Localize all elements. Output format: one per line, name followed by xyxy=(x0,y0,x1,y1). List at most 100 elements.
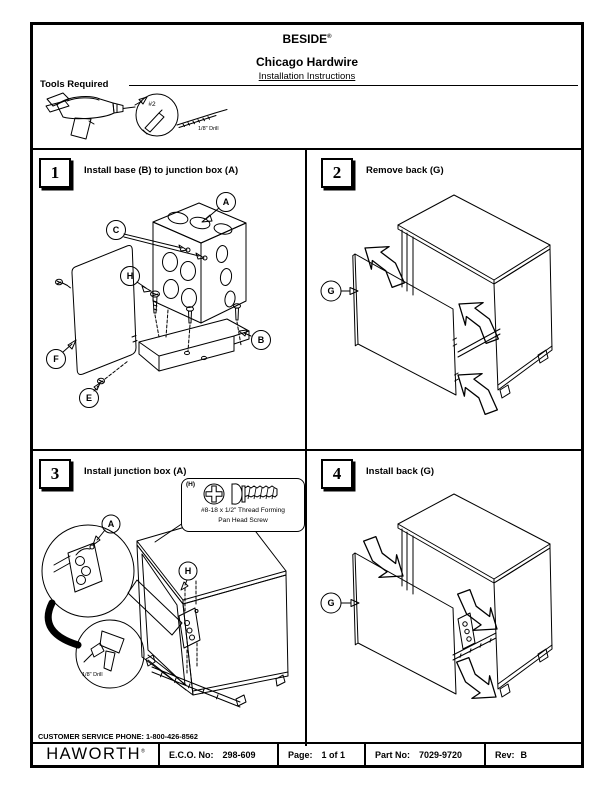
svg-text:H: H xyxy=(185,566,192,576)
removal-arrow-2 xyxy=(458,301,500,344)
back-panel-g xyxy=(352,552,457,695)
part-label-h: H xyxy=(178,561,198,591)
step-1-title: Install base (B) to junction box (A) xyxy=(84,165,239,176)
part-label-h: H xyxy=(120,266,152,293)
svg-text:E: E xyxy=(86,393,92,403)
step-2-panel: 2 Remove back (G) xyxy=(307,150,581,451)
detail-circle-junction-box xyxy=(41,524,135,618)
eco-value: 298-609 xyxy=(222,749,256,760)
tools-illustration: #2 1/8" Drill xyxy=(45,92,228,140)
step-3-number: 3 xyxy=(39,459,71,489)
product-title: Chicago Hardwire xyxy=(255,55,359,69)
part-label-g: G xyxy=(320,592,360,614)
title-block: HAWORTH® E.C.O. No: 298-609 Page: 1 of 1… xyxy=(33,742,581,765)
bit-size-label: #2 xyxy=(148,101,156,108)
steps-grid: 1 Install base (B) to junction box (A) xyxy=(33,148,581,746)
back-panel-g xyxy=(352,253,459,396)
junction-box-a xyxy=(152,202,247,324)
step-2-number: 2 xyxy=(321,158,353,188)
step-1-diagram: A C H F E xyxy=(46,192,271,408)
haworth-logo: HAWORTH® xyxy=(46,745,145,763)
panel-screw-bottom xyxy=(97,360,129,385)
svg-text:C: C xyxy=(113,225,120,235)
junction-box-installed xyxy=(452,612,497,661)
tools-rule-line xyxy=(129,85,578,86)
eco-number-cell: E.C.O. No: 298-609 xyxy=(160,744,279,765)
detail-pointer-wedge xyxy=(127,579,183,636)
page-label: Page: xyxy=(288,749,313,760)
page-number-cell: Page: 1 of 1 xyxy=(279,744,366,765)
part-value: 7029-9720 xyxy=(419,749,463,760)
cabinet-drawing xyxy=(397,493,553,698)
tools-required-label: Tools Required xyxy=(40,79,109,90)
rev-value: B xyxy=(520,749,528,760)
part-label: Part No: xyxy=(375,749,411,760)
drill-bit-label: 1/8" Drill xyxy=(198,126,219,132)
registered-mark: ® xyxy=(327,34,332,40)
removal-arrow-1 xyxy=(364,245,406,288)
detail-circle-drill: 1/8" Drill xyxy=(75,619,145,689)
drill-detail-label: 1/8" Drill xyxy=(82,672,103,678)
eco-label: E.C.O. No: xyxy=(169,749,214,760)
part-number-cell: Part No: 7029-9720 xyxy=(366,744,486,765)
magnifier-arm xyxy=(44,599,82,649)
step-4-diagram: G xyxy=(320,493,553,700)
base-bracket-b xyxy=(138,318,250,372)
part-label-a: A xyxy=(201,192,236,223)
part-label-g: G xyxy=(320,280,359,302)
panel-screw-top xyxy=(55,278,73,290)
revision-cell: Rev: B xyxy=(486,744,581,765)
haworth-logo-cell: HAWORTH® xyxy=(33,744,160,765)
step-1-number: 1 xyxy=(39,158,71,188)
pan-head-screw-icon xyxy=(231,483,278,505)
step-2-title: Remove back (G) xyxy=(366,165,444,176)
part-label-b: B xyxy=(238,329,271,350)
install-arrow-1 xyxy=(362,536,404,579)
rev-label: Rev: xyxy=(495,749,515,760)
svg-text:H: H xyxy=(127,271,134,281)
screw-h xyxy=(150,290,160,338)
svg-text:A: A xyxy=(223,197,230,207)
svg-text:G: G xyxy=(327,286,334,296)
logo-registered-mark: ® xyxy=(141,748,145,755)
junction-box-installed xyxy=(178,580,201,676)
phillips-head-icon xyxy=(203,483,225,505)
svg-text:A: A xyxy=(108,519,115,529)
screw-spec-callout: (H) #8-18 x 1/2" Thread Forming Pan Head… xyxy=(181,478,305,532)
doc-type-title: Installation Instructions xyxy=(258,71,356,82)
step-2-diagram: G xyxy=(320,194,553,415)
part-label-f: F xyxy=(46,339,77,369)
page-value: 1 of 1 xyxy=(321,749,346,760)
cabinet-drawing xyxy=(136,510,289,708)
cabinet-drawing xyxy=(397,194,553,399)
step-4-title: Install back (G) xyxy=(366,466,435,477)
svg-text:G: G xyxy=(327,598,334,608)
drill-bit-illustration: 1/8" Drill xyxy=(176,109,228,132)
part-label-c: C xyxy=(106,220,126,240)
step-4-number: 4 xyxy=(321,459,353,489)
screw-spec-line1: #8-18 x 1/2" Thread Forming xyxy=(201,507,285,514)
brand-title: BESIDE® xyxy=(282,32,332,46)
step-3-panel: 3 Install junction box (A) (H) xyxy=(33,451,307,746)
install-arrow-3 xyxy=(455,657,497,700)
cover-panel-f xyxy=(71,245,138,375)
screw-icons xyxy=(203,483,278,505)
install-arrow-2 xyxy=(456,589,498,632)
step-3-title: Install junction box (A) xyxy=(84,466,187,477)
bracket-screws xyxy=(165,303,242,352)
step-4-panel: 4 Install back (G) xyxy=(307,451,581,746)
document-header: BESIDE® Chicago Hardwire Installation In… xyxy=(33,32,581,82)
part-label-a: A xyxy=(92,514,121,546)
phillips-bit-detail: #2 xyxy=(135,93,179,137)
customer-service-phone: CUSTOMER SERVICE PHONE: 1-800-426-8562 xyxy=(38,732,198,741)
step-1-panel: 1 Install base (B) to junction box (A) xyxy=(33,150,307,451)
svg-text:F: F xyxy=(53,354,59,364)
screw-spec-line2: Pan Head Screw xyxy=(218,517,268,524)
callout-ref-label: (H) xyxy=(186,481,196,488)
step-3-diagram: H A xyxy=(41,510,289,708)
document-sheet: BESIDE® Chicago Hardwire Installation In… xyxy=(30,22,584,768)
removal-arrow-3 xyxy=(457,372,499,415)
part-label-e: E xyxy=(79,382,101,408)
power-drill-illustration xyxy=(45,92,148,140)
svg-text:B: B xyxy=(258,335,265,345)
